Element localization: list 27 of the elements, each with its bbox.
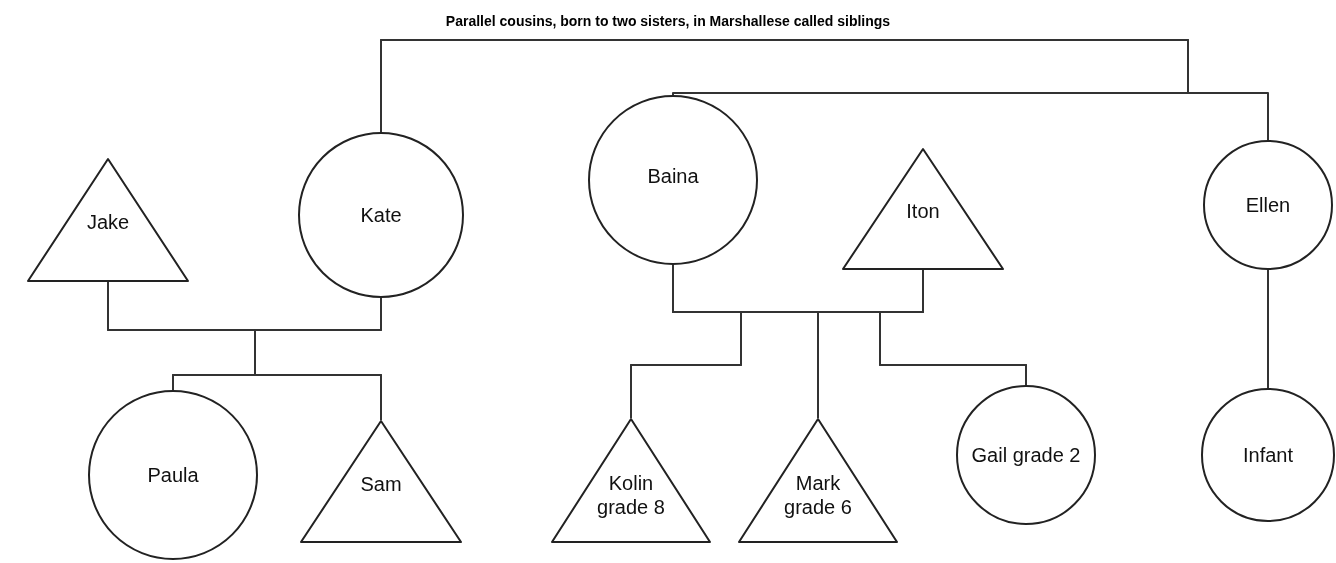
person-name: Mark grade 6: [783, 470, 853, 519]
person-name: Baina: [647, 164, 699, 188]
kinship-line: [254, 297, 382, 421]
male-triangle: [738, 418, 898, 543]
person-name: Sam: [359, 471, 403, 496]
kinship-line: [879, 269, 1027, 386]
person-name: Kolin grade 8: [596, 470, 666, 519]
female-circle: [1203, 140, 1333, 270]
female-circle: [298, 132, 464, 298]
female-circle: [588, 95, 758, 265]
person-name: Kate: [360, 203, 402, 227]
female-circle: [1201, 388, 1335, 522]
kinship-line: [380, 39, 1269, 141]
person-name: Paula: [147, 463, 199, 487]
person-name: Gail grade 2: [971, 443, 1081, 467]
male-triangle: [551, 418, 711, 543]
person-name: Ellen: [1245, 193, 1291, 217]
male-triangle: [27, 158, 189, 282]
diagram-title: Parallel cousins, born to two sisters, in Marshallese called siblings: [445, 13, 891, 29]
male-triangle: [842, 148, 1004, 270]
person-name: Jake: [85, 210, 131, 235]
male-triangle: [300, 420, 462, 543]
female-circle: [88, 390, 258, 560]
person-name: Iton: [905, 199, 941, 224]
female-circle: [956, 385, 1096, 525]
kinship-line: [1267, 269, 1269, 389]
person-name: Infant: [1242, 443, 1293, 467]
